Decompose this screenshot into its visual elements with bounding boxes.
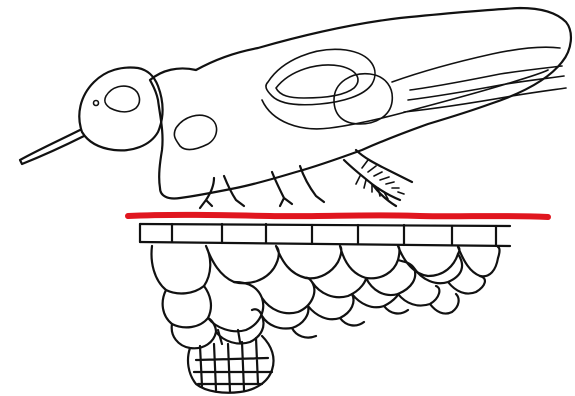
insect-gut-loop-1	[266, 49, 375, 104]
insect-hindgut	[392, 47, 560, 82]
cortex-cells-row-3	[172, 286, 459, 348]
tissue-drawing	[140, 224, 510, 393]
insect-crop	[334, 74, 392, 124]
insect-ovary-2	[408, 76, 564, 100]
insect-thorax-gland	[174, 115, 216, 149]
insect-leg-hind	[344, 150, 412, 206]
insect-proboscis	[20, 130, 84, 164]
epidermis-bottom-line	[140, 242, 510, 246]
epidermis-top-line	[140, 224, 510, 226]
insect-leg-front	[200, 176, 244, 208]
insect-ovary-3	[404, 88, 566, 112]
insect-body	[150, 8, 571, 199]
insect-gut-loop-2	[276, 65, 358, 98]
membrane-line	[128, 215, 548, 217]
insect-eye	[105, 86, 140, 112]
insect-antenna-socket	[94, 101, 99, 106]
insect-drawing	[20, 8, 571, 208]
vascular-bundle-cells	[194, 330, 272, 392]
